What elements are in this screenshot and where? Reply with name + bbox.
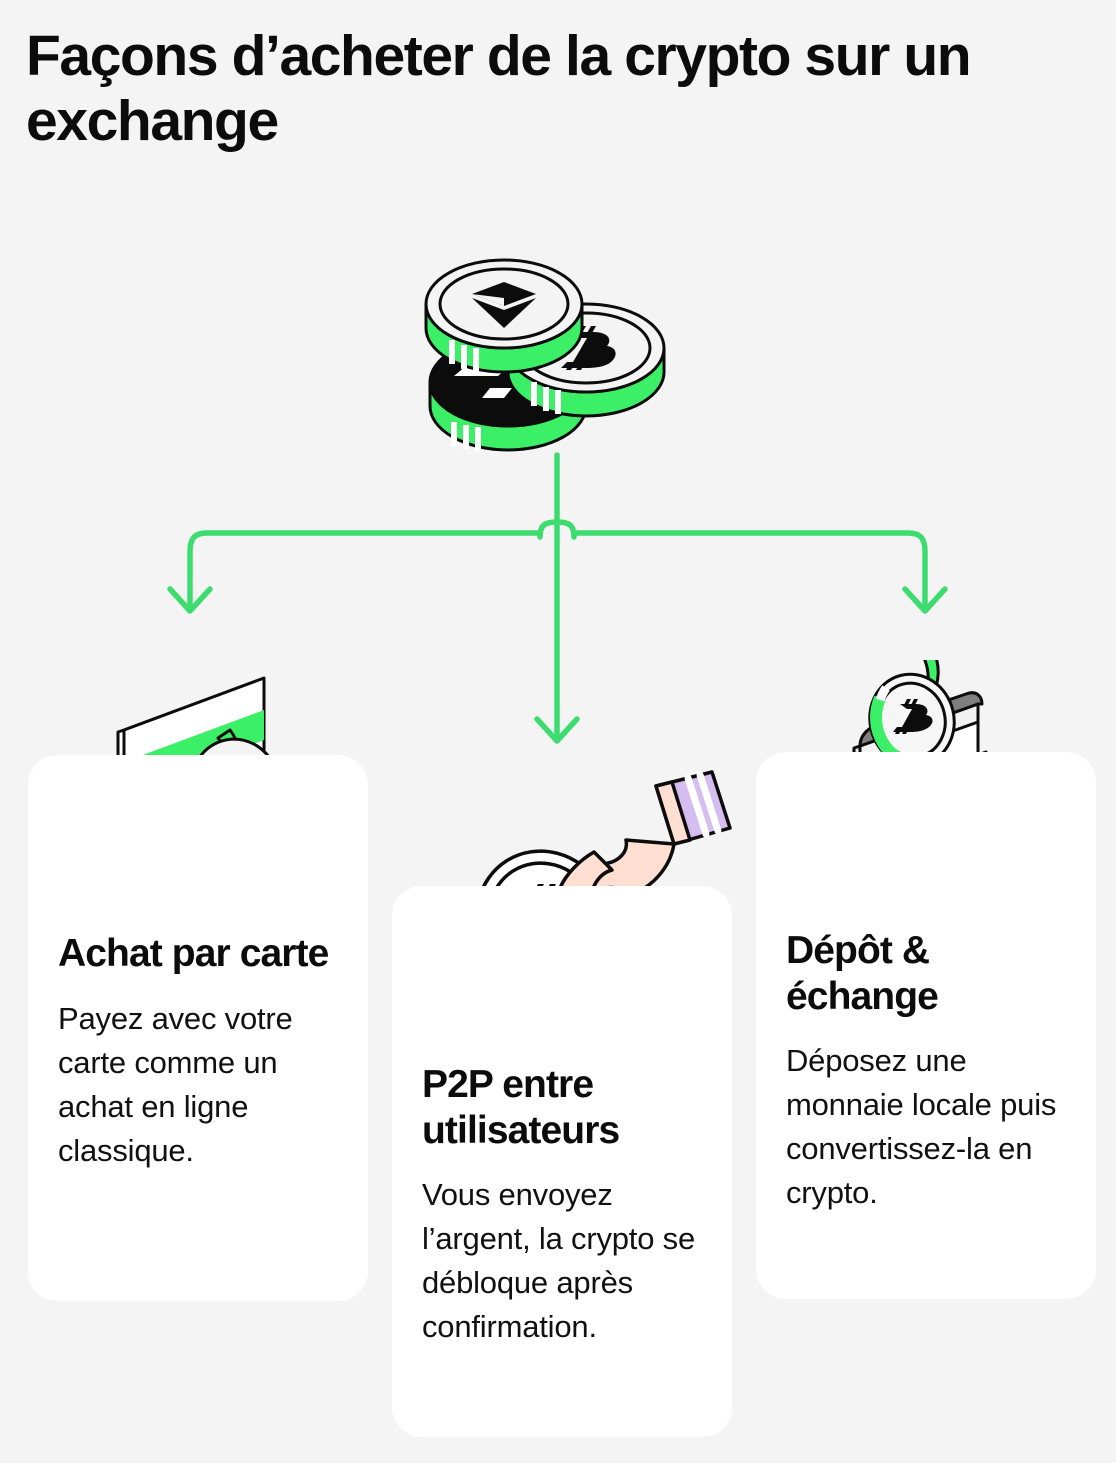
option-card-depot-et-echange[interactable]: Dépôt & échange Déposez une monnaie loca… [756,752,1096,1299]
card-body: Vous envoyez l’argent, la crypto se débl… [422,1177,696,1345]
card-text-block: Dépôt & échange Déposez une monnaie loca… [786,928,1070,1215]
card-body: Payez avec votre carte comme un achat en… [58,1000,293,1168]
stacked-crypto-coins-icon [424,258,666,452]
option-card-achat-par-carte[interactable]: Achat par carte Payez avec votre carte c… [28,755,368,1301]
option-card-p2p-entre-utilisateurs[interactable]: P2P entre utilisateurs Vous envoyez l’ar… [392,886,732,1437]
card-body: Déposez une monnaie locale puis converti… [786,1043,1057,1211]
card-text-block: Achat par carte Payez avec votre carte c… [58,931,342,1173]
card-title: Dépôt & échange [786,929,939,1018]
card-text-block: P2P entre utilisateurs Vous envoyez l’ar… [422,1062,706,1349]
card-title: P2P entre utilisateurs [422,1063,620,1152]
card-title: Achat par carte [58,932,329,975]
flow-connector [167,452,948,744]
page-title: Façons d’acheter de la crypto sur un exc… [26,24,972,153]
